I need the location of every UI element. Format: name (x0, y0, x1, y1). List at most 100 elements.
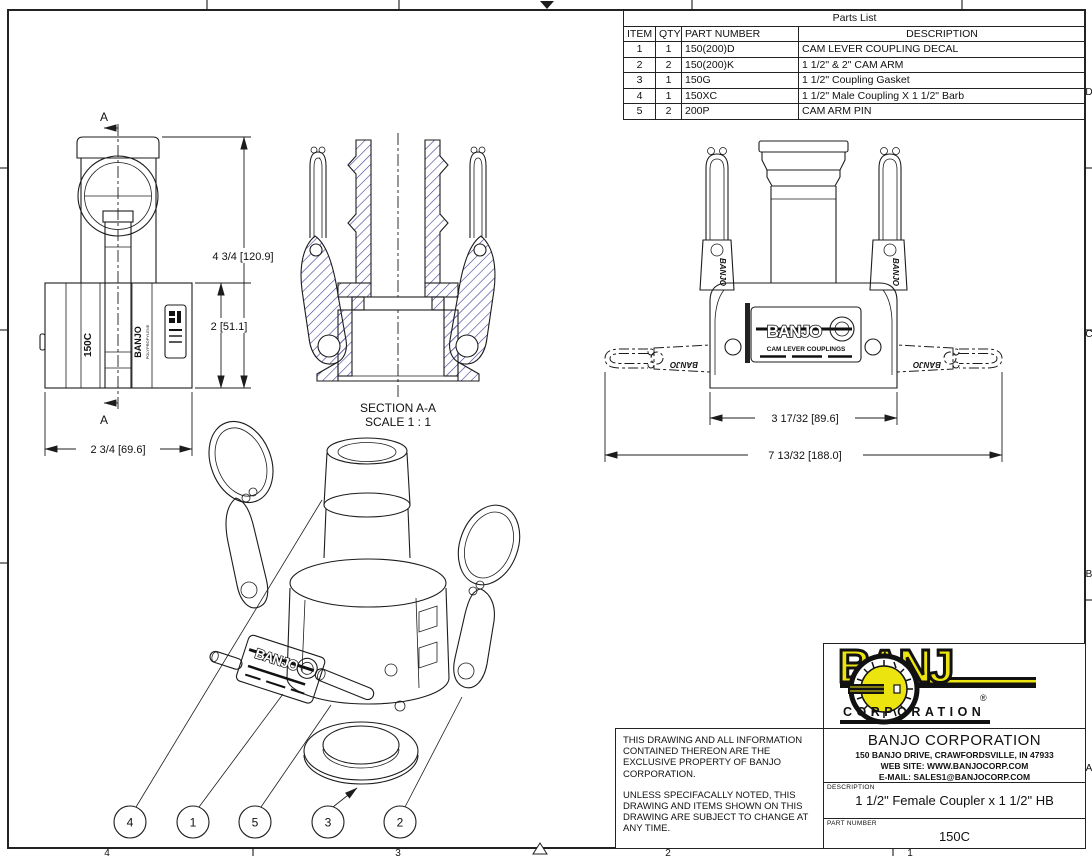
cell-qty: 1 (655, 72, 682, 89)
arm-brand-text: BANJO (912, 360, 941, 369)
table-row: 5 2 200P CAM ARM PIN (623, 103, 1087, 120)
zone-letter-b: B (1086, 569, 1092, 580)
isometric-view: BANJO (113, 420, 521, 839)
section-scale: SCALE 1 : 1 (365, 415, 431, 429)
front-model-text: 150C (83, 333, 94, 357)
notes-paragraph-2: UNLESS SPECIFACALLY NOTED, THIS DRAWING … (623, 789, 809, 835)
cell-description: CAM ARM PIN (797, 103, 1087, 120)
cell-description: 1 1/2" Coupling Gasket (797, 72, 1087, 89)
section-view: SECTION A-A SCALE 1 : 1 (300, 133, 496, 429)
logo-cell: BANJ ® CORPORATION (823, 642, 1086, 729)
description-label: DESCRIPTION (827, 784, 875, 791)
description-cell: DESCRIPTION 1 1/2" Female Coupler x 1 1/… (823, 782, 1086, 819)
cell-qty: 2 (655, 56, 682, 73)
part-number-cell: PART NUMBER 150C (823, 818, 1086, 849)
zone-number-1: 1 (907, 848, 913, 856)
front-decal (164, 304, 187, 359)
iso-ring-right (457, 504, 521, 586)
col-qty: QTY (655, 25, 682, 42)
balloon-2: 2 (397, 816, 404, 830)
section-cam-arm-left (300, 235, 347, 365)
dim-front-width: 2 3/4 [69.6] (90, 444, 145, 456)
table-row: 2 2 150(200)K 1 1/2" & 2" CAM ARM (623, 56, 1087, 73)
iso-pin-1 (209, 650, 243, 670)
cell-description: CAM LEVER COUPLING DECAL (797, 41, 1087, 58)
arm-brand-text: BANJO (891, 258, 900, 287)
side-arm-left-closed: BANJO (699, 147, 735, 291)
col-item: ITEM (623, 25, 656, 42)
cell-item: 2 (623, 56, 656, 73)
parts-list-header: ITEM QTY PART NUMBER DESCRIPTION (623, 25, 1087, 42)
iso-cam-arm-right (453, 588, 495, 689)
balloon-4: 4 (127, 816, 134, 830)
cell-item: 3 (623, 72, 656, 89)
zone-number-3: 3 (395, 848, 401, 856)
iso-pin-2 (314, 668, 375, 701)
side-decal-subtitle: CAM LEVER COUPLINGS (767, 346, 846, 353)
cell-part-number: 200P (681, 103, 799, 120)
section-mark-top: A (100, 110, 108, 124)
side-decal: BANJO CAM LEVER COUPLINGS (750, 306, 862, 363)
cell-item: 1 (623, 41, 656, 58)
notes-paragraph-1: THIS DRAWING AND ALL INFORMATION CONTAIN… (623, 735, 803, 780)
company-website: WEB SITE: WWW.BANJOCORP.COM (880, 761, 1029, 771)
col-description: DESCRIPTION (797, 25, 1087, 42)
iso-gasket (303, 721, 419, 785)
arm-brand-text: BANJO (718, 258, 727, 287)
cell-part-number: 150G (681, 72, 799, 89)
cell-qty: 2 (655, 103, 682, 120)
balloon-3: 3 (325, 816, 332, 830)
table-row: 4 1 150XC 1 1/2" Male Coupling X 1 1/2" … (623, 87, 1087, 104)
iso-decal: BANJO (235, 634, 326, 704)
front-material-text: POLYPROPYLENE (145, 324, 150, 359)
side-arm-right-closed: BANJO (869, 147, 908, 291)
zone-letter-d: D (1085, 87, 1092, 98)
company-email: E-MAIL: SALES1@BANJOCORP.COM (878, 772, 1031, 782)
dim-side-open-width: 7 13/32 [188.0] (768, 450, 841, 462)
cell-part-number: 150XC (681, 87, 799, 104)
zone-number-4: 4 (104, 848, 110, 856)
cell-item: 5 (623, 103, 656, 120)
side-view: BANJO CAM LEVER COUPLINGS BANJO BANJO (604, 140, 1003, 462)
dim-side-body-width: 3 17/32 [89.6] (771, 413, 838, 425)
cell-qty: 1 (655, 41, 682, 58)
part-number-value: 150C (938, 829, 971, 844)
banjo-logo: BANJ ® CORPORATION (836, 642, 1073, 725)
dim-front-height: 4 3/4 [120.9] (212, 251, 273, 263)
banjo-head-icon (848, 653, 920, 725)
iso-ring-left (208, 420, 274, 504)
dim-front-body-height: 2 [51.1] (211, 321, 248, 333)
section-mark-bottom: A (100, 413, 108, 427)
balloon-5: 5 (252, 816, 259, 830)
balloon-callouts: 4 1 5 3 2 (113, 805, 417, 839)
parts-list-title: Parts List (622, 10, 1087, 27)
description-value: 1 1/2" Female Coupler x 1 1/2" HB (855, 793, 1054, 808)
cell-description: 1 1/2" & 2" CAM ARM (797, 56, 1087, 73)
cell-item: 4 (623, 87, 656, 104)
cell-qty: 1 (655, 87, 682, 104)
logo-subtitle: CORPORATION (840, 705, 991, 724)
banjo-neck-bar (840, 677, 1036, 688)
section-cam-arm-right (449, 235, 496, 365)
zone-letter-c: C (1085, 329, 1092, 340)
section-title: SECTION A-A (360, 401, 436, 415)
zone-number-2: 2 (665, 848, 671, 856)
zone-letter-a: A (1086, 763, 1092, 774)
table-row: 1 1 150(200)D CAM LEVER COUPLING DECAL (623, 41, 1087, 58)
cell-part-number: 150(200)K (681, 56, 799, 73)
parts-list-table: Parts List ITEM QTY PART NUMBER DESCRIPT… (622, 10, 1087, 120)
top-center-mark (540, 1, 554, 9)
front-view: 150C BANJO POLYPROPYLENE A A 4 3/4 [120.… (39, 110, 289, 457)
company-name: BANJO CORPORATION (867, 732, 1042, 749)
balloon-1: 1 (190, 816, 197, 830)
side-arm-left-open: BANJO (604, 344, 711, 373)
company-address: 150 BANJO DRIVE, CRAWFORDSVILLE, IN 4793… (855, 750, 1054, 760)
notes-box: THIS DRAWING AND ALL INFORMATION CONTAIN… (615, 728, 824, 849)
col-part-number: PART NUMBER (681, 25, 799, 42)
section-gasket (351, 296, 445, 311)
cell-description: 1 1/2" Male Coupling X 1 1/2" Barb (797, 87, 1087, 104)
iso-cam-arm-left (225, 497, 269, 609)
